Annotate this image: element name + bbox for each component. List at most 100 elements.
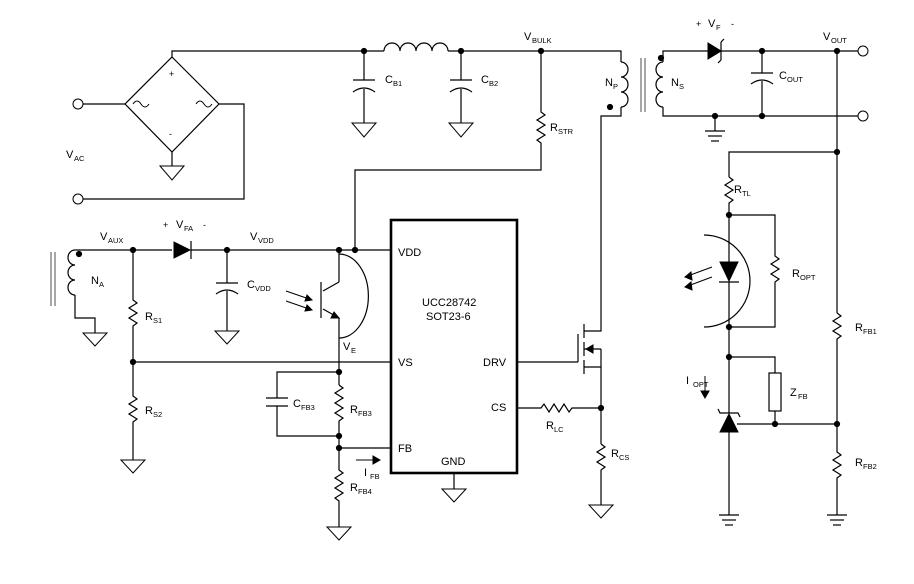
- resistor-rfb2: [831, 424, 843, 515]
- label-vfa: V: [176, 219, 184, 231]
- label-rfb1: R: [855, 322, 863, 334]
- svg-text:P: P: [613, 82, 618, 91]
- capacitor-cfb3: [266, 397, 339, 437]
- label-rfb3: R: [350, 404, 358, 416]
- pin-vdd: VDD: [398, 247, 421, 259]
- label-cb1: C: [385, 74, 393, 86]
- svg-text:VDD: VDD: [255, 284, 271, 293]
- label-cout: C: [779, 70, 787, 82]
- label-ve: V: [343, 341, 351, 353]
- label-rstr: R: [550, 122, 558, 134]
- ground-rfb4: [325, 526, 353, 541]
- svg-text:+: +: [163, 220, 168, 230]
- shunt-regulator: [717, 357, 837, 515]
- label-rtl: R: [734, 184, 742, 196]
- label-vout: V: [823, 31, 831, 43]
- vout-terminal-return: [857, 110, 869, 122]
- capacitor-cb2: [447, 51, 475, 138]
- svg-text:OUT: OUT: [787, 75, 803, 84]
- svg-text:A: A: [99, 280, 104, 289]
- label-rfb4: R: [350, 482, 358, 494]
- svg-text:VDD: VDD: [258, 236, 274, 245]
- svg-text:B1: B1: [393, 79, 402, 88]
- svg-text:-: -: [169, 129, 172, 139]
- svg-text:LC: LC: [554, 425, 564, 434]
- ground-ic: [440, 488, 468, 503]
- resistor-rfb1: [831, 312, 843, 424]
- label-vbulk: V: [524, 31, 532, 43]
- label-rs1: R: [145, 311, 153, 323]
- ground-rs2: [119, 459, 147, 474]
- svg-text:-: -: [203, 220, 206, 230]
- resistor-rs1: [127, 250, 139, 362]
- mosfet: [517, 322, 602, 444]
- resistor-rs2: [127, 362, 139, 460]
- svg-text:OUT: OUT: [831, 36, 847, 45]
- svg-text:S1: S1: [153, 316, 162, 325]
- svg-text:TL: TL: [742, 189, 751, 198]
- svg-text:+: +: [169, 69, 174, 79]
- opto-led: [684, 234, 751, 357]
- pin-cs: CS: [491, 402, 506, 414]
- opto-transistor: [285, 250, 369, 340]
- capacitor-cb1: [350, 51, 378, 138]
- label-vbulk-sub: BULK: [532, 36, 552, 45]
- ground-rcs: [587, 504, 615, 519]
- aux-diode: [173, 241, 192, 259]
- svg-text:CS: CS: [619, 453, 629, 462]
- svg-text:F: F: [716, 23, 721, 32]
- resistor-ropt: [729, 214, 781, 328]
- pin-fb: FB: [398, 443, 412, 455]
- svg-text:FB: FB: [798, 392, 808, 401]
- label-rfb2: R: [855, 457, 863, 469]
- pin-drv: DRV: [483, 357, 507, 369]
- label-ropt: R: [792, 268, 800, 280]
- label-vaux: V: [100, 231, 108, 243]
- ic-name: UCC28742: [422, 297, 476, 309]
- label-cvdd: C: [247, 279, 255, 291]
- bridge-rectifier: + -: [124, 56, 220, 153]
- ground-tl: [719, 514, 739, 526]
- svg-text:+: +: [696, 19, 701, 29]
- label-vvdd: V: [250, 231, 258, 243]
- label-rcs: R: [611, 448, 619, 460]
- controller-ic: VDD VS FB GND DRV CS UCC28742 SOT23-6: [389, 218, 519, 475]
- label-ifb: I: [364, 467, 367, 479]
- svg-text:E: E: [351, 346, 356, 355]
- label-cfb3: C: [293, 398, 301, 410]
- label-rlc: R: [546, 420, 554, 432]
- label-vf: V: [708, 18, 716, 30]
- zfb-box: [729, 356, 782, 424]
- label-rs2: R: [145, 405, 153, 417]
- vout-terminal-positive: [857, 45, 869, 57]
- resistor-rlc: [517, 402, 601, 414]
- capacitor-cvdd: [213, 250, 241, 345]
- svg-text:FB1: FB1: [863, 327, 877, 336]
- pin-gnd: GND: [441, 456, 466, 468]
- svg-text:FB: FB: [370, 472, 380, 481]
- pin-vs: VS: [398, 357, 413, 369]
- svg-text:AUX: AUX: [108, 236, 123, 245]
- resistor-rfb4: [333, 448, 345, 527]
- svg-text:-: -: [731, 19, 734, 29]
- resistor-rtl: [723, 176, 735, 234]
- label-iopt: I: [686, 375, 689, 387]
- ic-package: SOT23-6: [426, 311, 471, 323]
- svg-text:FB3: FB3: [358, 409, 372, 418]
- svg-text:FB3: FB3: [301, 403, 315, 412]
- svg-text:FB2: FB2: [863, 462, 877, 471]
- svg-text:B2: B2: [489, 79, 498, 88]
- ac-input-terminals: [72, 98, 245, 205]
- svg-text:FB4: FB4: [358, 487, 372, 496]
- label-vac-sub: AC: [74, 154, 85, 163]
- label-vac: V: [66, 149, 74, 161]
- svg-text:OPT: OPT: [693, 380, 709, 389]
- svg-text:FA: FA: [184, 224, 193, 233]
- input-inductor: [383, 42, 449, 52]
- ground-rfb2: [827, 514, 847, 526]
- capacitor-cout: [750, 51, 774, 116]
- ground-secondary: [705, 116, 725, 142]
- label-ns: N: [671, 77, 679, 89]
- label-na: N: [91, 275, 99, 287]
